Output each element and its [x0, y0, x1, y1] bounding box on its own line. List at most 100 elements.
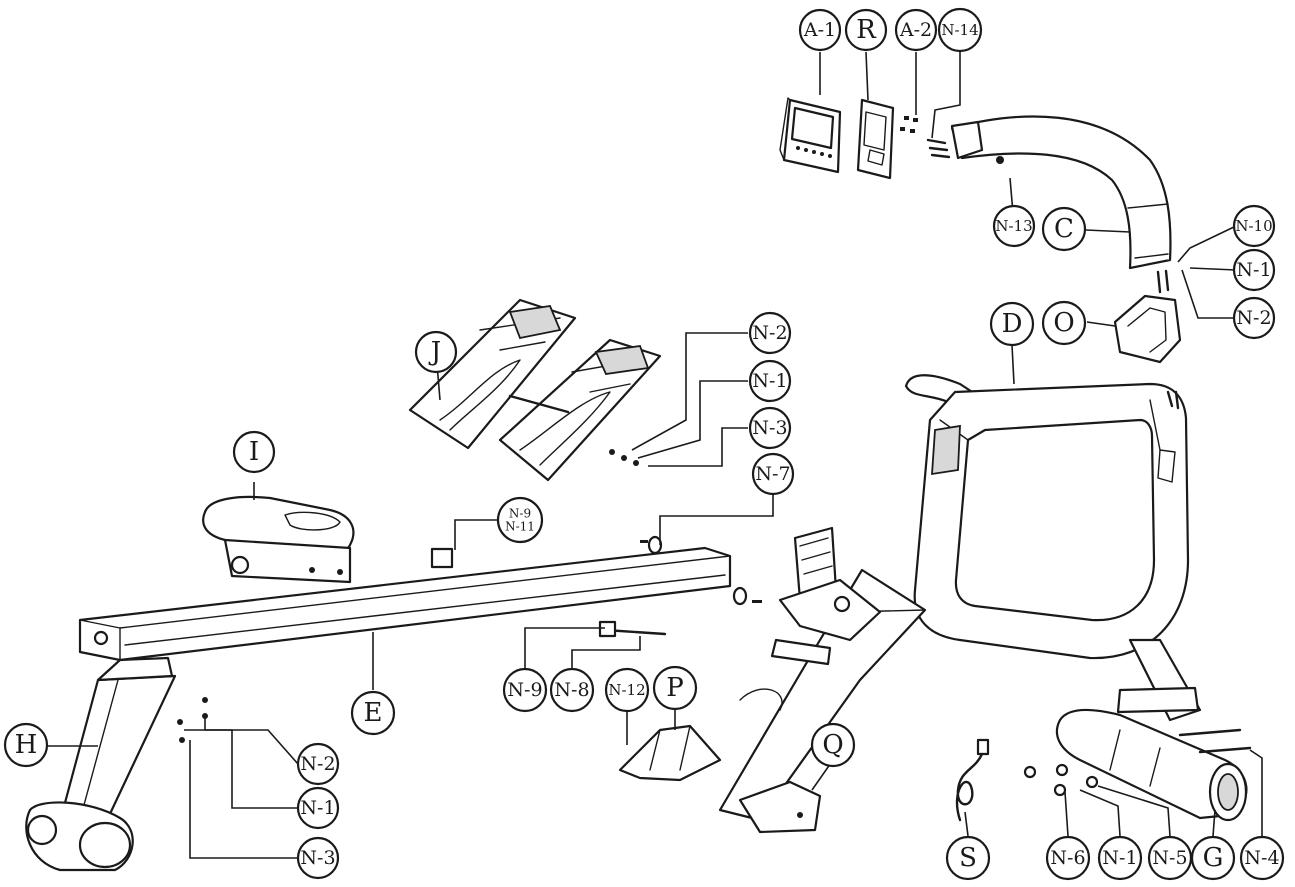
callout-circle [1232, 248, 1276, 292]
callout-label: I [249, 437, 259, 467]
callout-label: A-2 [899, 19, 932, 41]
callout-n-8: N-8 [549, 667, 595, 713]
callout-circle [844, 8, 888, 52]
callout-label: N-2 [752, 322, 787, 344]
callout-n-2-low: N-2 [296, 742, 340, 786]
callout-circle [232, 430, 276, 474]
callout-label: A-1 [803, 19, 836, 41]
callout-s: S [945, 835, 991, 881]
screw-set-n14 [926, 138, 951, 159]
callout-label: N-2 [300, 753, 335, 775]
callout-n-5: N-5 [1147, 835, 1193, 881]
callout-h: H [3, 722, 49, 768]
callout-circle [937, 7, 983, 53]
callout-n-2-mid: N-2 [748, 311, 792, 355]
callout-n-1-mid: N-1 [748, 359, 792, 403]
callout-n-1-bottom: N-1 [1097, 835, 1143, 881]
callout-o: O [1041, 300, 1087, 346]
callout-label: N-2 [1236, 307, 1271, 329]
callout-circle [1190, 835, 1236, 881]
callout-label: N-8 [554, 679, 589, 701]
callout-n-6: N-6 [1045, 835, 1091, 881]
callout-label: N-10 [1235, 217, 1272, 235]
callout-label: N-3 [752, 417, 787, 439]
monitor-bracket-part [856, 98, 895, 180]
callout-circle [748, 311, 792, 355]
callout-n-9-n-11: N-9N-11 [496, 496, 544, 544]
callout-circle [296, 786, 340, 830]
callout-n-12: N-12 [604, 667, 650, 713]
callout-a-2: A-2 [894, 8, 938, 52]
rear-base-part [1055, 708, 1252, 822]
callout-label: N-12 [608, 681, 645, 699]
callout-circle [945, 835, 991, 881]
callout-label: N-9 [507, 679, 542, 701]
callout-circle [604, 667, 650, 713]
callout-circle [1239, 835, 1285, 881]
callout-circle [652, 665, 698, 711]
callout-label: H [15, 730, 38, 760]
callout-circle [810, 722, 856, 768]
callout-circle [414, 330, 458, 374]
callout-j: J [414, 330, 458, 374]
callout-n-7: N-7 [751, 452, 795, 496]
callout-n-10: N-10 [1232, 204, 1276, 248]
rail-part [78, 546, 732, 662]
rail-hardware [177, 535, 762, 743]
callout-circle [748, 359, 792, 403]
callout-label: N-11 [505, 519, 535, 533]
callout-n-1-top: N-1 [1232, 248, 1276, 292]
callout-c: C [1041, 206, 1087, 252]
callout-circle [1232, 296, 1276, 340]
callout-label: N-6 [1050, 847, 1085, 869]
callout-p: P [652, 665, 698, 711]
callout-n-1-low: N-1 [296, 786, 340, 830]
callout-r: R [844, 8, 888, 52]
callout-e: E [350, 690, 396, 736]
bolt-set-base [1023, 763, 1099, 797]
bottom-cover-part [738, 780, 822, 834]
callout-n-14: N-14 [937, 7, 983, 53]
callout-n-13: N-13 [992, 204, 1036, 248]
callout-circle [549, 667, 595, 713]
callout-n-3-low: N-3 [296, 836, 340, 880]
callout-circle [3, 722, 49, 768]
callout-label: N-9 [509, 507, 531, 521]
callout-circle [894, 8, 938, 52]
callout-circle [1045, 835, 1091, 881]
screw-set-a2 [900, 116, 918, 133]
callout-circle [502, 667, 548, 713]
callout-label: Q [822, 730, 843, 760]
callout-label: N-13 [995, 217, 1032, 235]
callout-label: N-4 [1244, 847, 1279, 869]
callout-i: I [232, 430, 276, 474]
callout-label: P [666, 673, 684, 703]
main-frame-part [718, 374, 1202, 822]
callout-label: N-5 [1152, 847, 1187, 869]
pedal-part [618, 724, 722, 782]
front-leg-part [25, 656, 177, 872]
callout-circle [1041, 206, 1087, 252]
callout-circle [748, 406, 792, 450]
callout-label: N-1 [752, 370, 787, 392]
callout-circle [751, 452, 795, 496]
callout-circle [1041, 300, 1087, 346]
callout-circle [296, 836, 340, 880]
callout-label: N-7 [755, 463, 790, 485]
callout-label: J [428, 337, 441, 367]
callout-circle [798, 8, 842, 52]
callout-circle [1232, 204, 1276, 248]
callout-circle [350, 690, 396, 736]
callout-a-1: A-1 [798, 8, 842, 52]
callout-circle [989, 301, 1035, 347]
callout-n-9: N-9 [502, 667, 548, 713]
callout-n-3-mid: N-3 [748, 406, 792, 450]
callout-label: G [1203, 843, 1224, 873]
callout-label: D [1002, 309, 1023, 339]
callout-label: N-1 [1236, 259, 1271, 281]
callout-label: N-14 [941, 21, 978, 39]
callout-circle [296, 742, 340, 786]
